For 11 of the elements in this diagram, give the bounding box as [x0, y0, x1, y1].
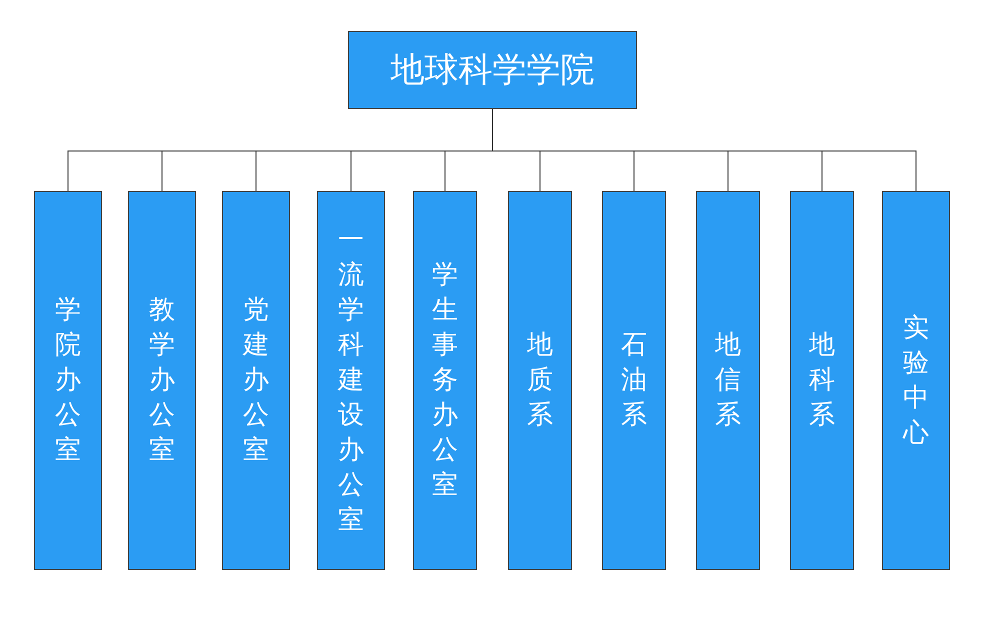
department-box: 党建办公室 — [222, 191, 290, 570]
department-box: 石油系 — [602, 191, 666, 570]
department-box: 教学办公室 — [128, 191, 196, 570]
department-box: 地质系 — [508, 191, 572, 570]
root-box: 地球科学学院 — [348, 31, 637, 109]
department-box: 地信系 — [696, 191, 760, 570]
department-box: 学院办公室 — [34, 191, 102, 570]
department-box: 一流学科建设办公室 — [317, 191, 385, 570]
department-box: 学生事务办公室 — [413, 191, 477, 570]
department-box: 实验中心 — [882, 191, 950, 570]
department-box: 地科系 — [790, 191, 854, 570]
